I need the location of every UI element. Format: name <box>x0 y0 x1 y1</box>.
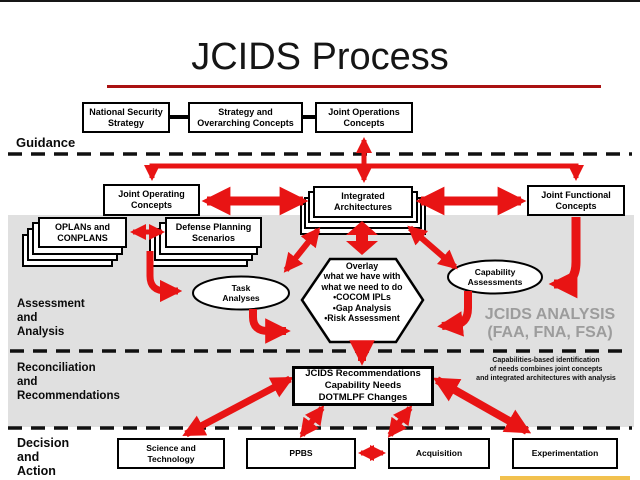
node-capability-assessments: Capability Assessments <box>467 267 523 287</box>
arrow-plans-taskanalyses <box>146 251 183 303</box>
node-joint-operating-concepts: Joint Operating Concepts <box>103 184 200 216</box>
arrow-branch-joc <box>144 163 364 182</box>
arrow-jcids-st <box>182 375 294 438</box>
jcids-analysis-annotation: JCIDS ANALYSIS (FAA, FNA, FSA) <box>484 306 616 341</box>
arrow-ia-overlay <box>346 221 378 255</box>
lane-label-guidance: Guidance <box>16 135 76 150</box>
node-strategy-overarching-concepts: Strategy and Overarching Concepts <box>188 102 303 133</box>
top-border-line <box>0 0 640 2</box>
node-oplans-conplans: OPLANs and CONPLANS <box>38 217 127 248</box>
bottom-watermark-sliver <box>500 476 630 480</box>
node-national-security-strategy: National Security Strategy <box>82 102 170 133</box>
lane-label-reconciliation: Reconciliation and Recommendations <box>17 362 120 402</box>
arrow-taskanalyses-overlay <box>249 309 291 344</box>
arrow-jcids-experimentation <box>432 376 532 435</box>
arrow-jfc-capassessments <box>548 217 581 299</box>
node-ppbs: PPBS <box>246 438 356 469</box>
node-defense-planning-scenarios: Defense Planning Scenarios <box>165 217 262 248</box>
arrow-ia-taskanalyses <box>283 227 321 273</box>
node-overlay-hexagon: Overlay what we have with what we need t… <box>321 261 403 324</box>
node-acquisition: Acquisition <box>388 438 490 469</box>
title-underline <box>107 85 601 88</box>
node-joint-operations-concepts: Joint Operations Concepts <box>315 102 413 133</box>
node-science-and-technology: Science and Technology <box>117 438 225 469</box>
lane-label-decision-action: Decision and Action <box>17 436 70 478</box>
node-joint-functional-concepts: Joint Functional Concepts <box>527 185 625 216</box>
node-experimentation: Experimentation <box>512 438 618 469</box>
arrow-capassessments-overlay <box>437 291 472 337</box>
flow-arrows <box>129 136 585 462</box>
arrow-jcids-ppbs <box>299 405 325 438</box>
node-jcids-recommendations: JCIDS Recommendations Capability Needs D… <box>292 366 434 406</box>
arrow-branch-jfc <box>364 163 585 182</box>
capability-assessments-oval-shape <box>447 259 543 295</box>
node-task-analyses: Task Analyses <box>222 283 260 303</box>
lane-label-assessment-analysis: Assessment and Analysis <box>17 298 85 338</box>
page-title: JCIDS Process <box>191 36 449 78</box>
overlay-hexagon-shape <box>300 257 425 344</box>
arrow-ia-capassessments <box>407 225 458 270</box>
task-analyses-oval-shape <box>192 275 290 311</box>
node-integrated-architectures: Integrated Architectures <box>313 186 413 218</box>
capabilities-note: Capabilities-based identification of nee… <box>476 357 616 383</box>
arrow-jcids-acquisition <box>387 405 413 438</box>
